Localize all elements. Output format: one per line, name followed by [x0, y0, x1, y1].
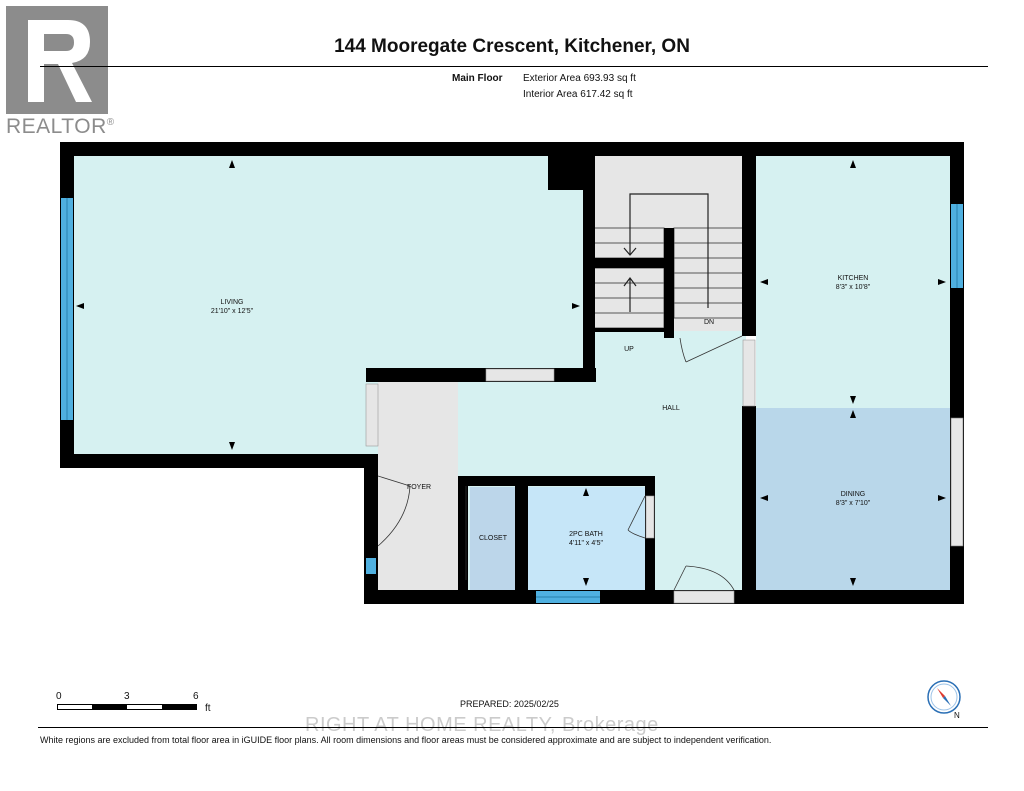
living-label: LIVING 21'10" x 12'5": [210, 299, 254, 315]
realtor-wordmark: REALTOR®: [6, 115, 115, 138]
dining-label: DINING 8'3" x 7'10": [835, 491, 871, 507]
exterior-area: Exterior Area 693.93 sq ft: [523, 73, 636, 84]
scale-tick-6: 6: [193, 691, 199, 702]
prepared-date: PREPARED: 2025/02/25: [460, 699, 559, 709]
kitchen-room: [756, 156, 950, 408]
foyer-label: FOYER: [406, 484, 432, 491]
hall-label: HALL: [662, 405, 680, 412]
scale-tick-3: 3: [124, 691, 130, 702]
interior-area: Interior Area 617.42 sq ft: [523, 89, 633, 100]
brokerage-watermark: RIGHT AT HOME REALTY, Brokerage: [305, 714, 659, 736]
realtor-r-icon: [6, 6, 108, 114]
windows: [61, 198, 963, 603]
footer-disclaimer: White regions are excluded from total fl…: [40, 735, 772, 745]
compass-north-label: N: [954, 711, 960, 720]
stair-arrows: [623, 193, 709, 312]
kitchen-label: KITCHEN 8'3" x 10'8": [835, 275, 871, 291]
realtor-logo: [6, 6, 110, 140]
stairs-down-label: DN: [703, 319, 715, 326]
dining-room: [756, 408, 950, 590]
scale-tick-0: 0: [56, 691, 62, 702]
page-title: 144 Mooregate Crescent, Kitchener, ON: [334, 36, 690, 57]
footer-divider: [38, 727, 988, 728]
wall-openings: [365, 339, 756, 604]
sliding-door: [950, 417, 964, 547]
stairs-up-label: UP: [624, 346, 634, 353]
scale-bar: [57, 704, 197, 710]
window-lines: [66, 198, 958, 598]
bath-room: [528, 487, 645, 590]
door-swings: [377, 335, 743, 591]
closet-label: CLOSET: [478, 535, 507, 542]
bath-label: 2PC BATH 4'11" x 4'5": [569, 531, 603, 547]
scale-unit: ft: [205, 703, 211, 714]
floor-label: Main Floor: [452, 73, 503, 84]
foyer-room: [378, 382, 458, 592]
dimension-arrows: [76, 160, 946, 586]
stair-landing: [584, 330, 746, 390]
compass-icon: [927, 680, 961, 714]
closet-room: [470, 487, 515, 590]
header-divider: [40, 66, 988, 67]
